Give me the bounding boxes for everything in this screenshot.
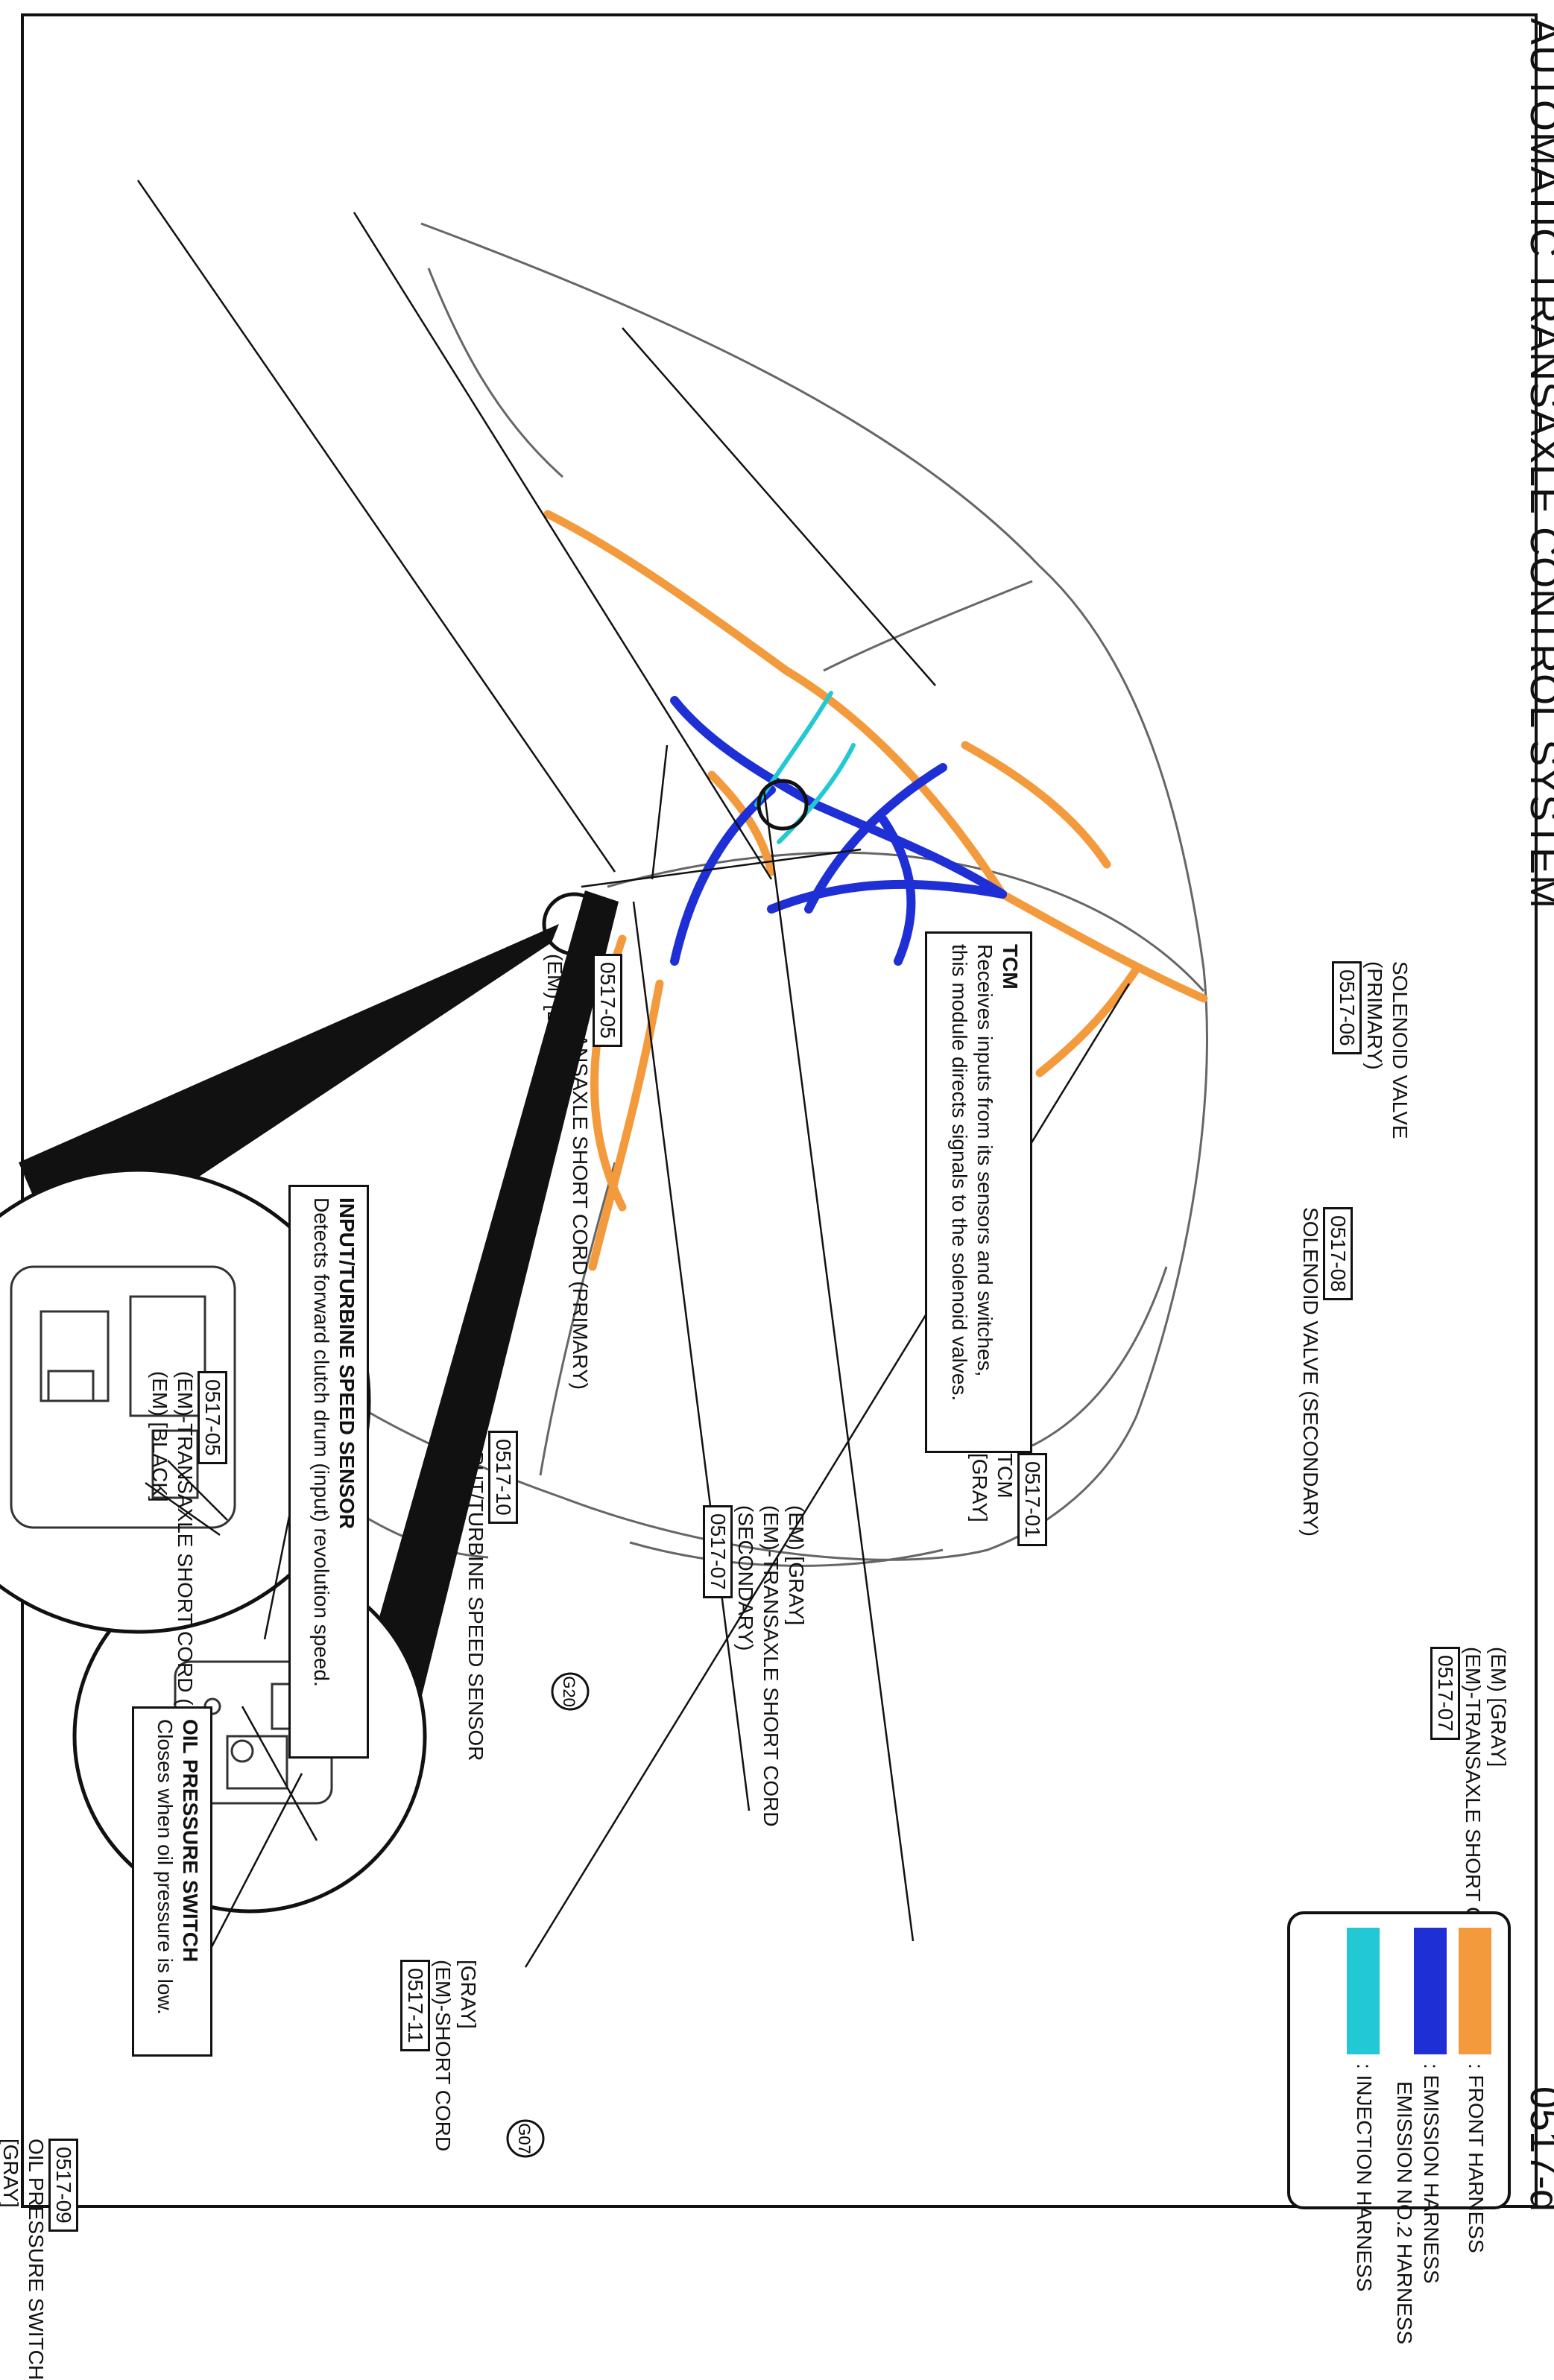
callout-color: [GRAY] [0, 2139, 22, 2208]
callout-name: TCM [994, 1453, 1017, 1498]
zoom-source-b [757, 779, 809, 831]
description-text: this module directs signals to the solen… [948, 944, 971, 1402]
swatch-front-harness [1459, 1928, 1491, 2054]
callout-id: 0517-05 [593, 954, 622, 1047]
legend-label-front-harness: : FRONT HARNESS [1465, 2063, 1488, 2253]
description-text: Closes when oil pressure is low. [154, 1719, 177, 2015]
callout-id: 0517-09 [48, 2139, 78, 2232]
description-heading: TCM [999, 944, 1022, 990]
description-heading: OIL PRESSURE SWITCH [179, 1719, 202, 1963]
callout-line: (SECONDARY) [734, 1505, 757, 1651]
inset-solenoid-detail [10, 1265, 236, 1529]
callout-id: 0517-10 [488, 1431, 518, 1524]
diagram-page: AUTOMATIC TRANSAXLE CONTROL SYSTEM 0517-… [0, 13, 1554, 2380]
callout-solenoid-primary: SOLENOID VALVE(PRIMARY)0517-06 [1332, 961, 1412, 1139]
callout-line: (EM) [GRAY] [1487, 1647, 1510, 1767]
front-harness-lines [543, 510, 1208, 1271]
callout-line: (EM) [BLACK] [543, 954, 566, 1085]
description-turbine-sensor: INPUT/TURBINE SPEED SENSOR Detects forwa… [288, 1185, 369, 1759]
swatch-emission-harness [1414, 1928, 1447, 2054]
callout-id: 0517-05 [198, 1371, 227, 1464]
legend-label-injection-harness: : INJECTION HARNESS [1353, 2063, 1376, 2292]
callout-color: [GRAY] [457, 1960, 480, 2029]
callout-line: (EM) [BLACK] [148, 1371, 171, 1502]
callout-id: 0517-11 [400, 1960, 430, 2051]
injection-harness-lines [754, 691, 856, 844]
svg-text:G07: G07 [515, 2123, 534, 2154]
callout-name: INPUT/TURBINE SPEED SENSOR [464, 1431, 487, 1762]
description-text: Receives inputs from its sensors and swi… [973, 944, 996, 1377]
description-oil-pressure-switch: OIL PRESSURE SWITCH Closes when oil pres… [132, 1706, 212, 2057]
callout-id: 0517-08 [1323, 1207, 1353, 1300]
callout-name: OIL PRESSURE SWITCH [25, 2139, 48, 2380]
callout-name: SOLENOID VALVE (SECONDARY) [1299, 1207, 1322, 1536]
svg-text:G20: G20 [560, 1676, 578, 1707]
zoom-source-a [542, 892, 606, 956]
callout-short-cord-secondary-top: (EM) [GRAY](EM)-TRANSAXLE SHORT CORD(SEC… [703, 1505, 809, 1826]
callout-id: 0517-06 [1332, 961, 1362, 1054]
description-heading: INPUT/TURBINE SPEED SENSOR [335, 1197, 359, 1529]
callout-id: 0517-07 [703, 1505, 733, 1598]
callout-line: (EM)-TRANSAXLE SHORT CORD (PRIMARY) [569, 954, 592, 1390]
emission-harness-lines [670, 696, 1007, 966]
vehicle-outline [263, 222, 1208, 1567]
diagram-artwork: G07 G20 [0, 180, 1208, 2158]
callout-short-cord-primary-inset: 0517-05(EM)-TRANSAXLE SHORT CORD (PRIMAR… [542, 954, 622, 1390]
callout-color: [GRAY] [968, 1453, 991, 1522]
callout-id: 0517-01 [1017, 1453, 1047, 1546]
harness-legend: : FRONT HARNESS : EMISSION HARNESS EMISS… [1287, 1911, 1511, 2344]
swatch-injection-harness [1347, 1928, 1380, 2054]
callout-name: (EM)-SHORT CORD [432, 1960, 455, 2152]
callout-color: [GRAY] [439, 1431, 462, 1500]
callout-line: (EM)-TRANSAXLE SHORT CORD [759, 1505, 783, 1827]
ground-g20: G20 [551, 1672, 590, 1711]
description-text: Detects forward clutch drum (input) revo… [310, 1197, 333, 1687]
ground-g07: G07 [506, 2119, 545, 2158]
inset-solenoid-circle [0, 1168, 371, 1634]
callout-line: SOLENOID VALVE [1389, 961, 1412, 1139]
callout-line: (PRIMARY) [1363, 961, 1386, 1070]
callout-id: 0517-07 [1430, 1647, 1460, 1740]
legend-label-emission-no2-harness: EMISSION NO.2 HARNESS [1393, 2081, 1416, 2345]
description-tcm: TCM Receives inputs from its sensors and… [925, 931, 1032, 1453]
legend-label-emission-harness: : EMISSION HARNESS [1420, 2063, 1443, 2284]
callout-line: (EM) [GRAY] [785, 1505, 808, 1626]
